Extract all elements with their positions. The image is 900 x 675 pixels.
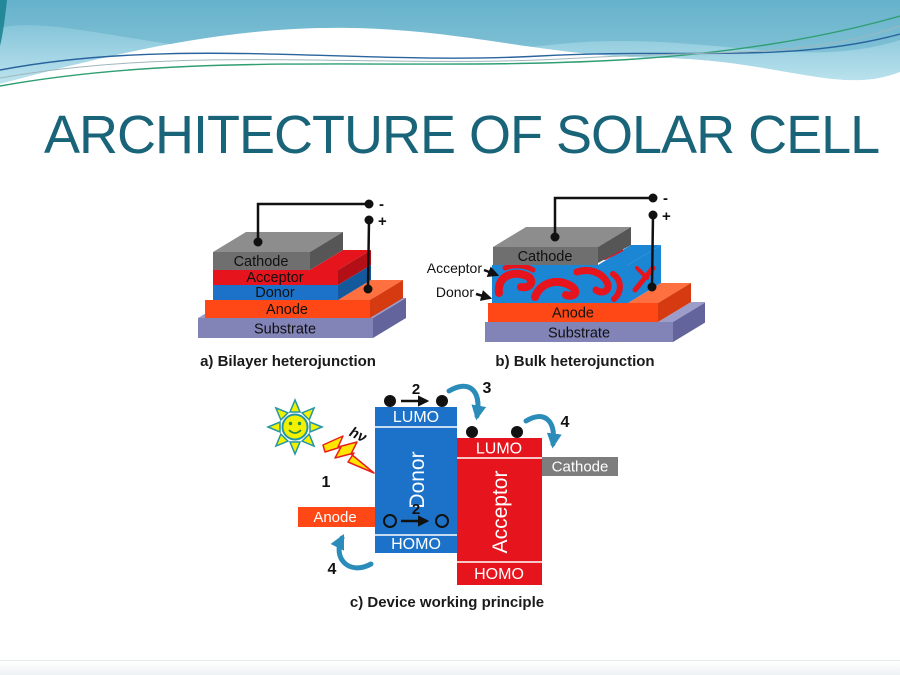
hole-icon [435, 514, 449, 528]
a-minus-terminal: - [379, 196, 384, 213]
a-donor-layer: Donor [213, 265, 371, 301]
panel-b-caption: b) Bulk heterojunction [495, 353, 654, 370]
c-transfer-arrows: 3 4 4 [328, 380, 570, 578]
c-donor-block: LUMO HOMO Donor [375, 407, 457, 553]
b-anode-layer: Anode [488, 283, 691, 322]
b-acceptor-pointer-label: Acceptor [427, 260, 483, 276]
c-electron-pair-donor: 2 [384, 381, 448, 407]
electron-icon [436, 395, 448, 407]
c-donor-name-label: Donor [406, 451, 429, 508]
arrow-step-4-anode [330, 533, 374, 571]
b-blend-side-domains [632, 265, 656, 293]
a-acceptor-label: Acceptor [246, 270, 303, 286]
a-cathode-label: Cathode [234, 254, 289, 270]
step-1-label: 1 [322, 474, 331, 491]
a-plus-terminal: + [378, 213, 387, 230]
b-cathode-layer: Cathode [493, 227, 631, 265]
b-substrate-label: Substrate [548, 326, 610, 342]
c-acceptor-lumo-label: LUMO [476, 441, 522, 458]
c-acceptor-homo-label: HOMO [474, 566, 524, 583]
panel-c-working-principle: Anode LUMO HOMO Donor LUMO HOMO Acceptor [266, 380, 618, 611]
step-4-anode-label: 4 [328, 561, 337, 578]
panel-a-bilayer: Substrate Anode Donor Acceptor [198, 196, 406, 370]
b-substrate-layer: Substrate [485, 302, 705, 342]
photon-hv-label: hν [347, 425, 369, 447]
electron-icon [466, 426, 478, 438]
a-donor-label: Donor [255, 285, 295, 301]
a-acceptor-layer: Acceptor [213, 250, 371, 286]
step-4-cathode-label: 4 [561, 414, 570, 431]
sun-icon [266, 398, 324, 456]
c-donor-lumo-label: LUMO [393, 409, 439, 426]
b-anode-label: Anode [552, 306, 594, 322]
b-blend-layer [492, 245, 661, 303]
solar-cell-figure: Substrate Anode Donor Acceptor [198, 190, 705, 611]
b-pointer-labels: Acceptor Donor [427, 260, 500, 301]
electron-icon [511, 426, 523, 438]
c-cathode-label: Cathode [552, 459, 609, 476]
c-anode-bar: Anode [298, 507, 375, 527]
step-2-electron-label: 2 [412, 381, 420, 398]
c-hole-pair-donor: 2 [383, 501, 449, 528]
header-wave-decoration [0, 0, 900, 106]
a-cathode-layer: Cathode [213, 232, 343, 270]
footer-decoration [0, 660, 900, 675]
electron-icon [384, 395, 396, 407]
b-donor-pointer-label: Donor [436, 284, 474, 300]
slide-title: ARCHITECTURE OF SOLAR CELL [44, 105, 880, 165]
arrow-step-4-cathode [523, 414, 562, 449]
photon-bolt-icon: hν 1 [322, 425, 375, 491]
step-2-hole-label: 2 [412, 501, 420, 518]
c-anode-label: Anode [313, 509, 356, 526]
a-substrate-label: Substrate [254, 322, 316, 338]
c-acceptor-name-label: Acceptor [489, 471, 512, 554]
c-cathode-bar: Cathode [542, 457, 618, 476]
hole-icon [383, 514, 397, 528]
c-donor-homo-label: HOMO [391, 536, 441, 553]
b-blend-red-domains [494, 265, 623, 302]
arrow-step-3 [446, 383, 487, 421]
c-acceptor-block: LUMO HOMO Acceptor [457, 438, 542, 585]
b-cathode-label: Cathode [518, 249, 573, 265]
b-minus-terminal: - [663, 190, 668, 207]
c-electron-pair-acceptor [466, 426, 523, 438]
a-anode-label: Anode [266, 302, 308, 318]
panel-b-bulk: Substrate Anode [427, 190, 705, 370]
a-circuit-wire: - + [253, 196, 387, 294]
step-3-label: 3 [483, 380, 492, 397]
b-plus-terminal: + [662, 208, 671, 225]
panel-c-caption: c) Device working principle [350, 594, 544, 611]
panel-a-caption: a) Bilayer heterojunction [200, 353, 376, 370]
b-circuit-wire: - + [550, 190, 671, 292]
